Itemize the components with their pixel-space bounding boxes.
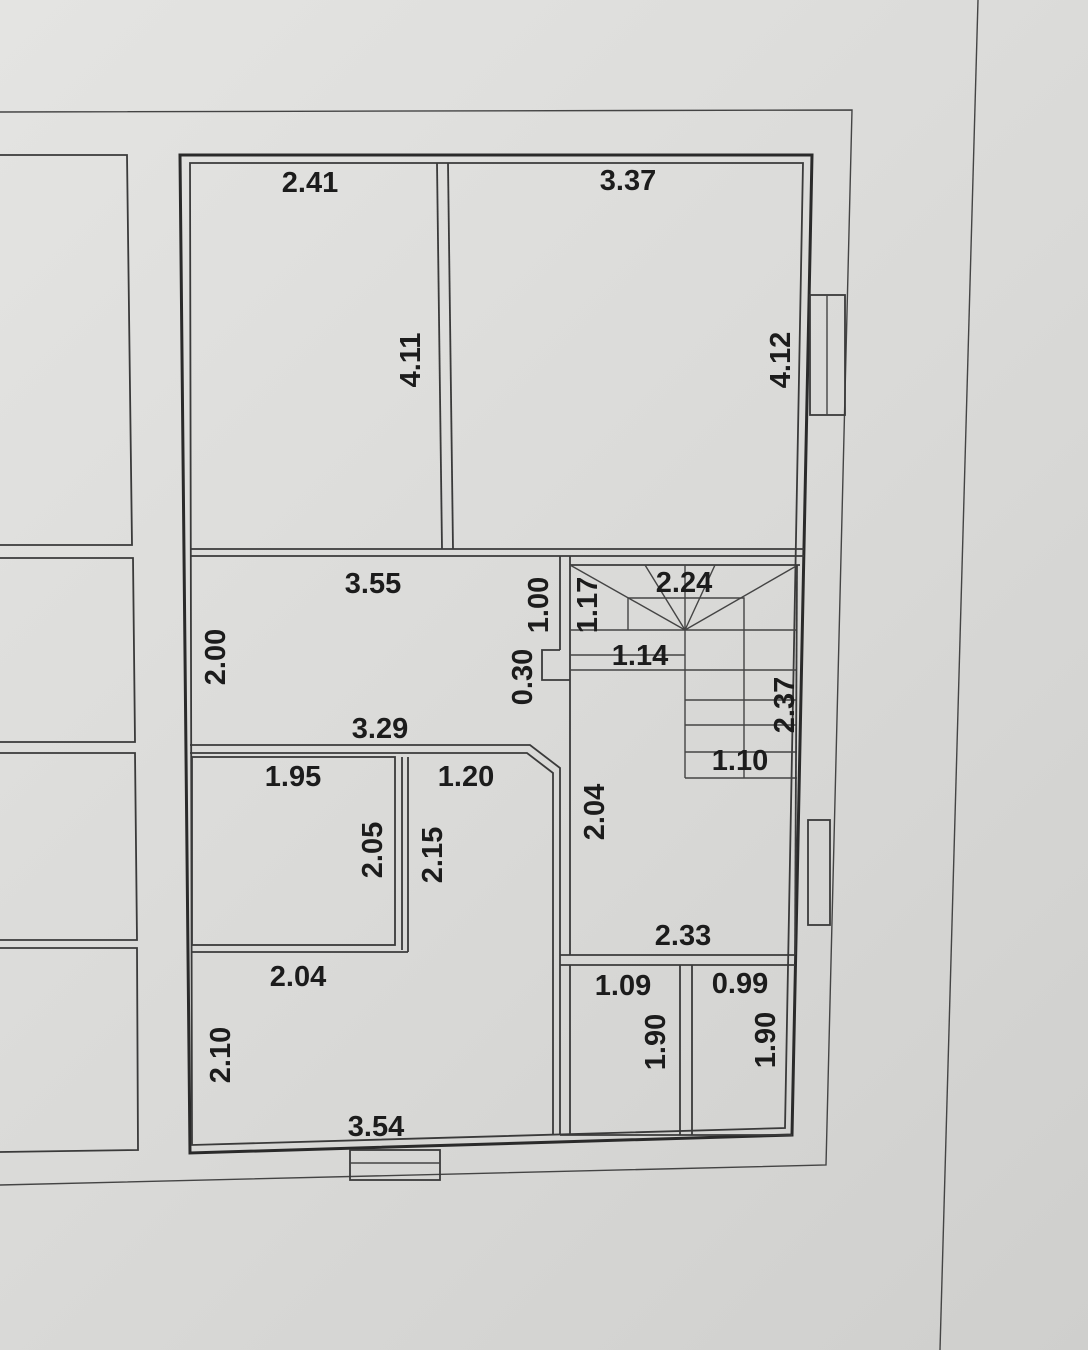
sheet-border — [0, 0, 979, 1350]
dim-label: 0.99 — [712, 968, 768, 1000]
dim-label: 1.10 — [712, 745, 768, 777]
dim-label: 1.14 — [612, 640, 668, 672]
dim-label: 3.37 — [600, 165, 656, 197]
dim-label: 1.09 — [595, 970, 651, 1002]
dim-label: 3.54 — [348, 1111, 404, 1143]
staircase — [569, 564, 800, 956]
dim-label: 2.33 — [655, 920, 711, 952]
dim-label: 2.04 — [270, 961, 326, 993]
dim-label: 1.20 — [438, 761, 494, 793]
windows — [349, 294, 846, 1181]
dim-label: 2.10 — [205, 1027, 237, 1083]
adjacent-rooms — [0, 154, 139, 1153]
dim-label: 4.12 — [765, 332, 797, 388]
window-right-bottom — [807, 819, 831, 926]
dim-label: 0.30 — [507, 649, 539, 705]
dim-label: 2.05 — [357, 822, 389, 878]
dim-label: 2.00 — [200, 629, 232, 685]
dim-label: 2.41 — [282, 167, 338, 199]
dim-label: 4.11 — [395, 333, 427, 388]
interior-walls — [190, 162, 804, 1136]
dim-label: 1.95 — [265, 761, 321, 793]
dim-label: 1.00 — [523, 577, 555, 633]
dim-label: 3.29 — [352, 713, 408, 745]
dim-label: 2.37 — [769, 677, 801, 733]
dim-label: 3.55 — [345, 568, 401, 600]
dim-label: 2.24 — [656, 567, 712, 599]
outer-walls — [178, 153, 814, 1155]
dim-label: 1.17 — [572, 577, 604, 633]
dim-label: 2.15 — [417, 827, 449, 883]
window-bottom — [349, 1149, 441, 1181]
dim-label: 2.04 — [579, 784, 611, 840]
dim-label: 1.90 — [640, 1014, 672, 1070]
dimension-labels: 2.41 4.11 3.37 4.12 3.55 2.00 3.29 0.30 … — [200, 165, 801, 1143]
dim-label: 1.90 — [750, 1012, 782, 1068]
